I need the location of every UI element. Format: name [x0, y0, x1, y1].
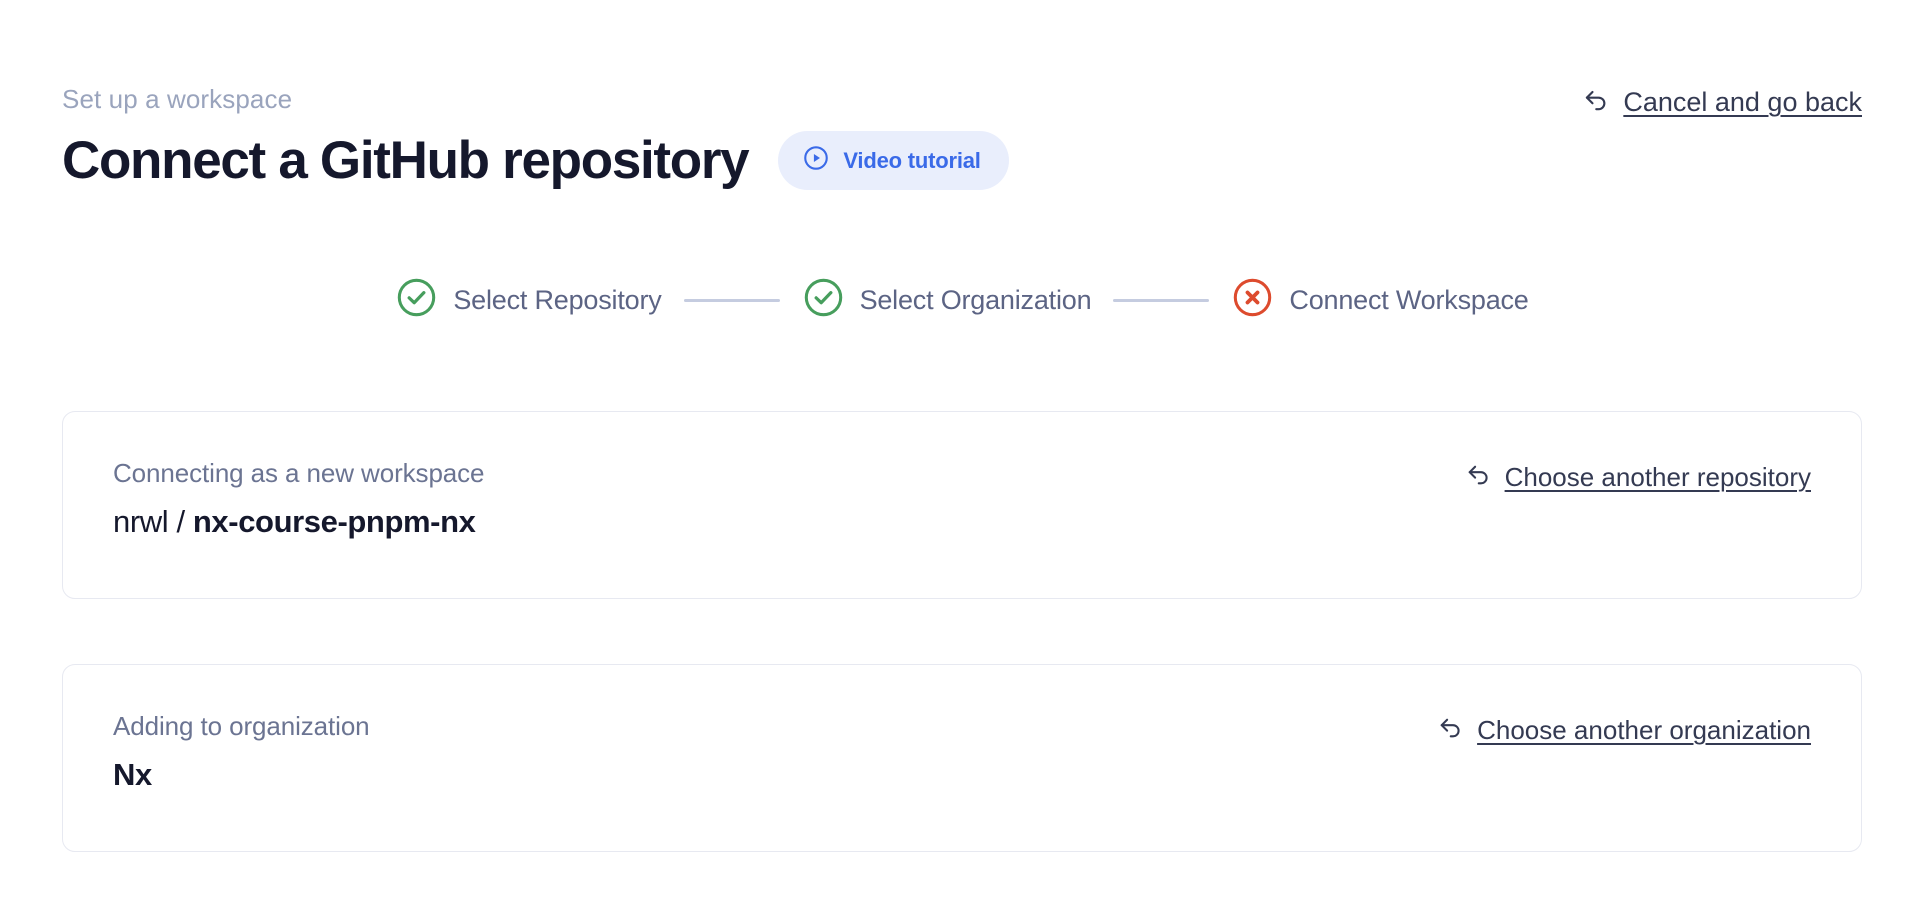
- organization-card-body: Adding to organization Nx: [113, 710, 370, 793]
- cancel-and-go-back-link[interactable]: Cancel and go back: [1581, 85, 1862, 120]
- x-circle-icon: [1231, 276, 1274, 324]
- stepper-step-connect-workspace[interactable]: Connect Workspace: [1231, 276, 1529, 324]
- check-circle-icon: [395, 276, 438, 324]
- stepper-label-select-repository: Select Repository: [453, 284, 662, 315]
- breadcrumb-eyebrow: Set up a workspace: [62, 84, 293, 114]
- repository-card-caption: Connecting as a new workspace: [113, 458, 485, 489]
- repository-owner: nrwl /: [113, 503, 193, 539]
- choose-another-repository-label: Choose another repository: [1504, 461, 1811, 492]
- stepper-label-select-organization: Select Organization: [859, 284, 1092, 315]
- choose-another-organization-link[interactable]: Choose another organization: [1436, 713, 1811, 747]
- back-arrow-icon: [1464, 460, 1493, 494]
- stepper-connector-2: [1113, 298, 1210, 302]
- repository-name: nx-course-pnpm-nx: [192, 503, 476, 539]
- page-header: Set up a workspace Connect a GitHub repo…: [62, 0, 1862, 191]
- stepper-connector-1: [683, 298, 780, 302]
- organization-card: Adding to organization Nx Choose another…: [62, 664, 1862, 853]
- cancel-and-go-back-label: Cancel and go back: [1623, 87, 1862, 117]
- stepper-step-select-organization[interactable]: Select Organization: [802, 276, 1092, 324]
- video-tutorial-button[interactable]: Video tutorial: [778, 131, 1009, 191]
- progress-stepper: Select Repository Select Organization Co…: [62, 276, 1862, 324]
- back-arrow-icon: [1436, 713, 1465, 747]
- repository-card-body: Connecting as a new workspace nrwl / nx-…: [113, 457, 485, 540]
- page-title: Connect a GitHub repository: [62, 131, 750, 191]
- choose-another-repository-link[interactable]: Choose another repository: [1464, 460, 1811, 494]
- repository-card-value: nrwl / nx-course-pnpm-nx: [113, 503, 484, 540]
- back-arrow-icon: [1581, 85, 1611, 120]
- organization-card-value: Nx: [113, 756, 152, 792]
- organization-card-caption: Adding to organization: [113, 711, 370, 742]
- check-circle-icon: [802, 276, 845, 324]
- title-row: Connect a GitHub repository Video tutori…: [62, 131, 1862, 191]
- stepper-step-select-repository[interactable]: Select Repository: [395, 276, 662, 324]
- video-tutorial-label: Video tutorial: [843, 147, 981, 173]
- choose-another-organization-label: Choose another organization: [1477, 714, 1811, 745]
- play-circle-icon: [802, 144, 830, 177]
- stepper-label-connect-workspace: Connect Workspace: [1289, 284, 1529, 315]
- repository-card: Connecting as a new workspace nrwl / nx-…: [62, 411, 1862, 600]
